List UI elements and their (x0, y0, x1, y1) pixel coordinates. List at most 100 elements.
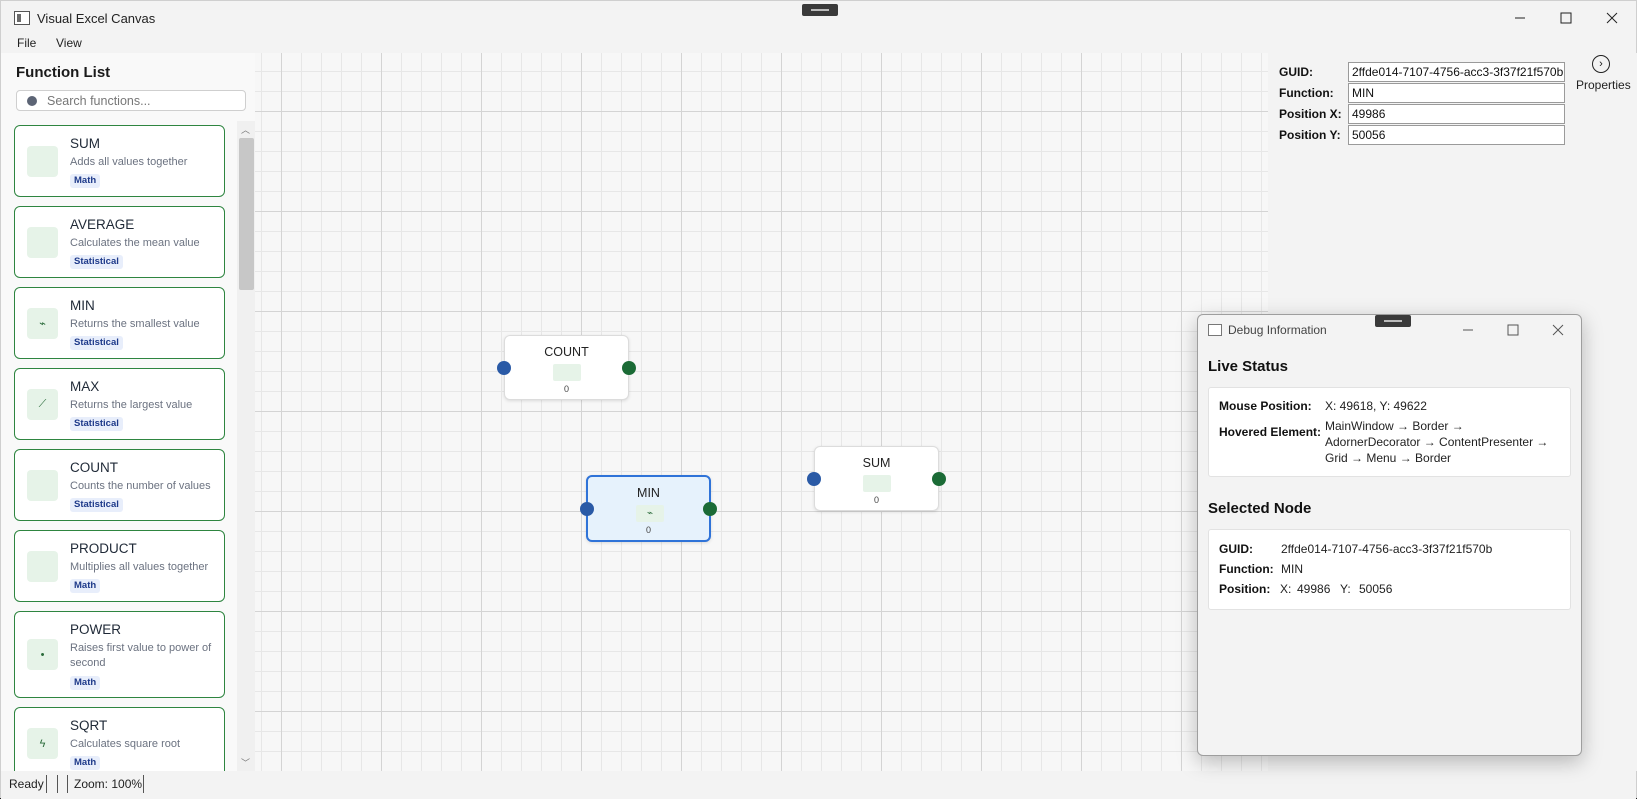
live-status-heading: Live Status (1208, 358, 1289, 375)
selected-guid-label: GUID: (1219, 542, 1253, 556)
selected-function-value: MIN (1281, 562, 1303, 576)
category-badge: Math (70, 174, 101, 188)
minimize-icon (1515, 17, 1525, 19)
position-y-field[interactable]: 50056 (1348, 125, 1565, 145)
selected-node-box: GUID: 2ffde014-7107-4756-acc3-3f37f21f57… (1208, 529, 1571, 610)
status-separator (57, 775, 58, 793)
properties-toggle-label[interactable]: Properties (1576, 78, 1631, 92)
max-trend-icon: ⟋ (27, 389, 58, 420)
output-port[interactable] (932, 472, 946, 486)
node-canvas[interactable]: COUNT 0 MIN ⌁ 0 SUM 0 (255, 53, 1268, 771)
output-port[interactable] (703, 502, 717, 516)
position-x-label: Position X: (1279, 107, 1342, 121)
function-card-power[interactable]: • POWER Raises first value to power of s… (14, 611, 225, 698)
selected-node-heading: Selected Node (1208, 500, 1312, 517)
guid-label: GUID: (1279, 65, 1313, 79)
node-value: 0 (645, 525, 651, 535)
function-name: MAX (70, 379, 100, 394)
drag-grip-icon[interactable] (802, 4, 838, 16)
selected-y-label: Y: (1340, 582, 1351, 596)
function-list-panel: Function List SUM Adds all values togeth… (1, 53, 255, 771)
function-name: PRODUCT (70, 541, 137, 556)
mouse-position-label: Mouse Position: (1219, 399, 1312, 413)
output-port[interactable] (622, 361, 636, 375)
close-button[interactable] (1589, 1, 1635, 35)
position-x-field[interactable]: 49986 (1348, 104, 1565, 124)
close-icon (1606, 12, 1618, 24)
minimize-button[interactable] (1497, 1, 1543, 35)
function-list-title: Function List (16, 64, 111, 81)
selected-guid-value: 2ffde014-7107-4756-acc3-3f37f21f570b (1281, 542, 1493, 556)
input-port[interactable] (497, 361, 511, 375)
input-port[interactable] (580, 502, 594, 516)
hovered-element-line: AdornerDecorator → ContentPresenter → (1325, 435, 1549, 449)
drag-grip-icon[interactable] (1375, 315, 1411, 327)
function-name: COUNT (70, 460, 118, 475)
function-list-scrollbar[interactable]: ︿ ﹀ (237, 121, 255, 771)
status-ready: Ready (9, 777, 44, 791)
maximize-button[interactable] (1543, 1, 1589, 35)
debug-close-button[interactable] (1538, 318, 1578, 342)
node-value: 0 (563, 384, 569, 394)
debug-window-title: Debug Information (1228, 323, 1327, 337)
canvas-node-count[interactable]: COUNT 0 (497, 335, 636, 400)
search-input[interactable] (47, 93, 237, 109)
function-card-average[interactable]: AVERAGE Calculates the mean value Statis… (14, 206, 225, 278)
selected-y-value: 50056 (1359, 582, 1393, 596)
debug-window-icon (1208, 324, 1222, 336)
function-card-min[interactable]: ⌁ MIN Returns the smallest value Statist… (14, 287, 225, 359)
function-card-product[interactable]: PRODUCT Multiplies all values together M… (14, 530, 225, 602)
scroll-up-icon[interactable]: ︿ (241, 125, 251, 135)
sum-icon (27, 146, 58, 177)
min-trend-icon: ⌁ (636, 505, 664, 522)
sqrt-icon: ϟ (27, 728, 58, 759)
function-description: Raises first value to power of second (70, 642, 212, 669)
category-badge: Statistical (70, 417, 123, 431)
node-title: MIN (637, 486, 660, 500)
category-badge: Statistical (70, 255, 123, 269)
hovered-element-label: Hovered Element: (1219, 425, 1322, 439)
debug-maximize-button[interactable] (1493, 318, 1533, 342)
function-description: Returns the smallest value (70, 318, 200, 330)
category-badge: Math (70, 676, 101, 690)
menu-file[interactable]: File (17, 36, 37, 50)
function-card-sqrt[interactable]: ϟ SQRT Calculates square root Math (14, 707, 225, 771)
scrollbar-thumb[interactable] (239, 138, 254, 290)
status-bar: Ready Zoom: 100% (1, 771, 1636, 799)
canvas-node-sum[interactable]: SUM 0 (807, 446, 946, 511)
debug-window: Debug Information Live Status Mouse Posi… (1197, 314, 1582, 756)
mouse-position-value: X: 49618, Y: 49622 (1325, 399, 1427, 413)
function-name: SUM (70, 136, 100, 151)
function-description: Counts the number of values (70, 480, 211, 492)
close-icon (1552, 324, 1564, 336)
function-label: Function: (1279, 86, 1334, 100)
min-trend-icon: ⌁ (27, 308, 58, 339)
status-zoom: Zoom: 100% (74, 777, 143, 791)
guid-field[interactable]: 2ffde014-7107-4756-acc3-3f37f21f570b (1348, 62, 1565, 82)
maximize-icon (1507, 324, 1519, 336)
function-card-list: SUM Adds all values together Math AVERAG… (14, 125, 226, 771)
position-y-label: Position Y: (1279, 128, 1341, 142)
function-card-count[interactable]: COUNT Counts the number of values Statis… (14, 449, 225, 521)
function-field[interactable]: MIN (1348, 83, 1565, 103)
title-bar[interactable]: Visual Excel Canvas (1, 1, 1636, 35)
debug-minimize-button[interactable] (1448, 318, 1488, 342)
node-icon (863, 475, 891, 492)
function-name: POWER (70, 622, 122, 637)
node-title: SUM (862, 456, 891, 470)
function-name: SQRT (70, 718, 108, 733)
category-badge: Statistical (70, 336, 123, 350)
function-card-max[interactable]: ⟋ MAX Returns the largest value Statisti… (14, 368, 225, 440)
input-port[interactable] (807, 472, 821, 486)
chevron-right-icon[interactable]: › (1592, 55, 1610, 73)
menu-view[interactable]: View (56, 36, 82, 50)
function-description: Returns the largest value (70, 399, 193, 411)
function-description: Calculates the mean value (70, 237, 200, 249)
scroll-down-icon[interactable]: ﹀ (241, 758, 251, 768)
search-box[interactable] (16, 90, 246, 111)
function-card-sum[interactable]: SUM Adds all values together Math (14, 125, 225, 197)
category-badge: Statistical (70, 498, 123, 512)
status-separator (46, 775, 47, 793)
canvas-node-min-selected[interactable]: MIN ⌁ 0 (580, 475, 717, 542)
minimize-icon (1463, 329, 1473, 331)
